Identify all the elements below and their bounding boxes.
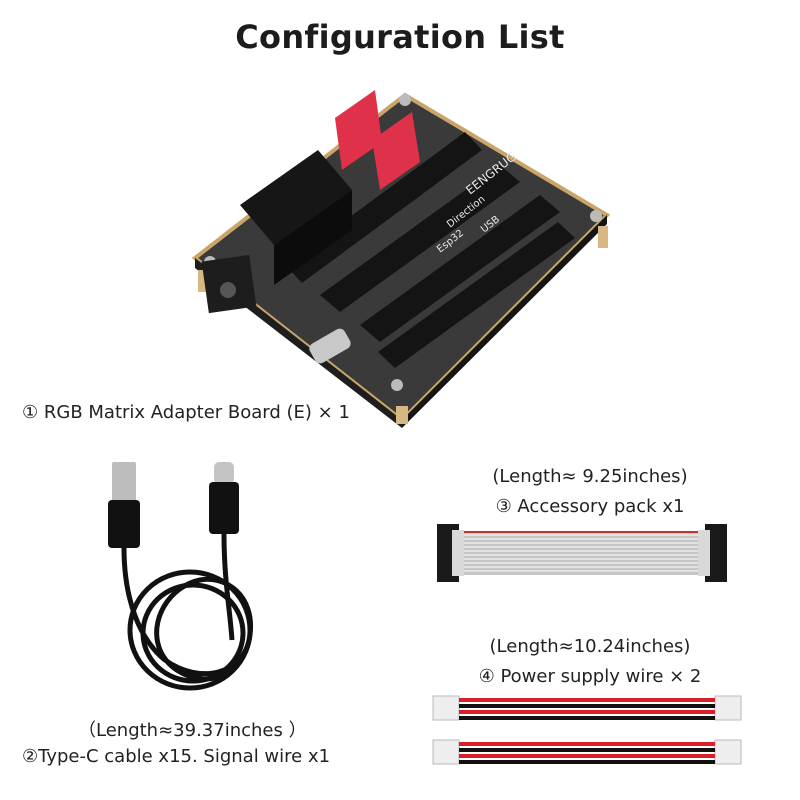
item-2-length: （Length≈39.37inches ） bbox=[78, 720, 307, 741]
item-3-length: (Length≈ 9.25inches) bbox=[492, 466, 688, 487]
page-title: Configuration List bbox=[235, 18, 565, 56]
item-3-caption: ③ Accessory pack x1 bbox=[495, 496, 685, 517]
item-1-caption: ① RGB Matrix Adapter Board (E) × 1 bbox=[22, 402, 350, 423]
item-4-length: (Length≈10.24inches) bbox=[489, 636, 691, 657]
item-4-caption: ④ Power supply wire × 2 bbox=[478, 666, 702, 687]
item-2-caption: ②Type-C cable x15. Signal wire x1 bbox=[22, 746, 331, 767]
